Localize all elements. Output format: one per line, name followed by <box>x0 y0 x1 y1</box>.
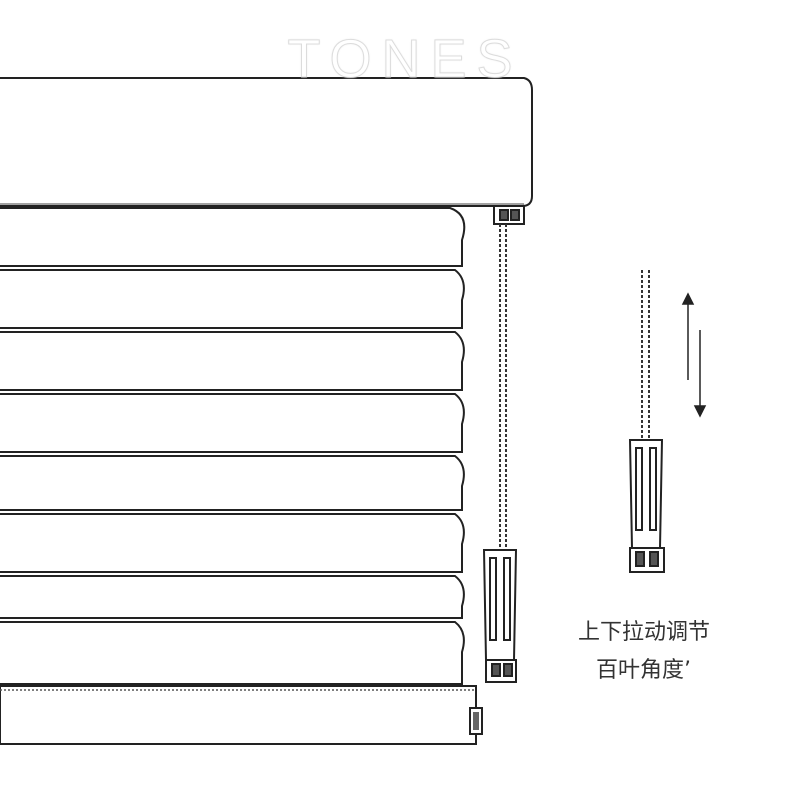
slat-3 <box>0 331 465 391</box>
caption-line-1: 上下拉动调节 <box>578 620 711 645</box>
detail-cord-clip <box>628 439 665 573</box>
slat-4 <box>0 393 465 453</box>
slat-6 <box>0 513 465 573</box>
slat-7 <box>0 575 465 619</box>
slats <box>0 207 466 685</box>
cord-clip <box>482 549 518 683</box>
watermark-logo: TONES <box>287 29 523 90</box>
beaded-cord <box>499 224 507 550</box>
caption-line-2: 百叶角度’ <box>596 658 691 683</box>
slat-8 <box>0 621 465 685</box>
down-arrow-icon <box>693 330 707 418</box>
headrail <box>0 77 533 207</box>
slat-5 <box>0 455 465 511</box>
slat-1 <box>0 207 466 267</box>
bottom-rail <box>0 685 483 745</box>
slat-2 <box>0 269 465 329</box>
cord-bracket <box>493 205 525 225</box>
up-arrow-icon <box>681 292 695 380</box>
detail-beaded-cord <box>641 270 650 440</box>
